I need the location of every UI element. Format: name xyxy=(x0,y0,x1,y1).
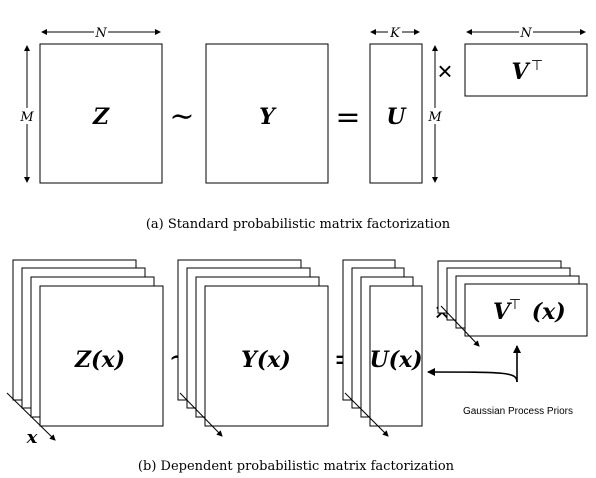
transpose-mark-b: ⊤ xyxy=(509,296,521,312)
dim-label-n-top: N xyxy=(94,26,107,41)
dim-label-k: K xyxy=(389,26,401,41)
dim-label-n-right: N xyxy=(519,26,532,41)
matrix-ux-label: U(x) xyxy=(369,347,422,373)
matrix-vx-symbol: V xyxy=(493,299,512,325)
sim-operator-a: ∼ xyxy=(169,99,194,134)
matrix-zx-label: Z(x) xyxy=(74,347,125,373)
panel-a: N M Z ∼ Y = K U M × xyxy=(19,26,588,232)
matrix-u-label: U xyxy=(386,104,407,130)
u-stack-x-arrow xyxy=(344,392,389,437)
matrix-yx-label: Y(x) xyxy=(241,347,291,373)
matrix-y-label: Y xyxy=(259,104,277,130)
stack-u-layer-front xyxy=(369,285,423,427)
dim-arrow-n-v: N xyxy=(466,26,586,41)
dim-arrow-m-z: M xyxy=(19,45,34,183)
caption-b: (b) Dependent probabilistic matrix facto… xyxy=(138,459,455,474)
times-operator-a: × xyxy=(437,56,452,86)
matrix-vx-argument: (x) xyxy=(532,299,566,325)
dim-arrow-m-u: M xyxy=(427,45,442,183)
stack-z: Z(x) xyxy=(12,259,164,427)
matrix-v-label: V xyxy=(511,59,530,85)
matrix-vx-label: V (x) xyxy=(493,299,566,325)
x-axis-arrow xyxy=(6,392,56,441)
stack-v: V (x) ⊤ xyxy=(437,260,588,337)
panel-b: Z(x) x ∼ Y(x) = U(x) × xyxy=(6,259,588,474)
gp-label: Gaussian Process Priors xyxy=(463,406,573,417)
y-stack-x-arrow xyxy=(179,392,223,437)
stack-v-layer-front xyxy=(464,283,588,337)
matrix-u-box xyxy=(369,43,423,184)
gp-arrow-to-u xyxy=(427,368,518,383)
matrix-z-box xyxy=(39,43,163,184)
caption-a: (a) Standard probabilistic matrix factor… xyxy=(146,217,451,232)
matrix-z-label: Z xyxy=(92,104,110,130)
transpose-mark-a: ⊤ xyxy=(531,57,543,73)
stack-u: U(x) xyxy=(342,259,423,427)
dim-label-m-left: M xyxy=(19,110,34,125)
eq-operator-a: = xyxy=(335,100,360,135)
matrix-vt-box xyxy=(464,43,588,97)
dim-arrow-k: K xyxy=(370,26,420,41)
stack-y: Y(x) xyxy=(177,259,329,427)
stack-y-layer-front xyxy=(204,285,329,427)
x-axis-label: x xyxy=(26,427,38,448)
stack-z-layer-front xyxy=(39,285,164,427)
dim-label-m-right: M xyxy=(427,110,442,125)
v-stack-x-arrow xyxy=(440,305,480,347)
matrix-y-box xyxy=(205,43,329,184)
dim-arrow-n-z: N xyxy=(41,26,161,41)
